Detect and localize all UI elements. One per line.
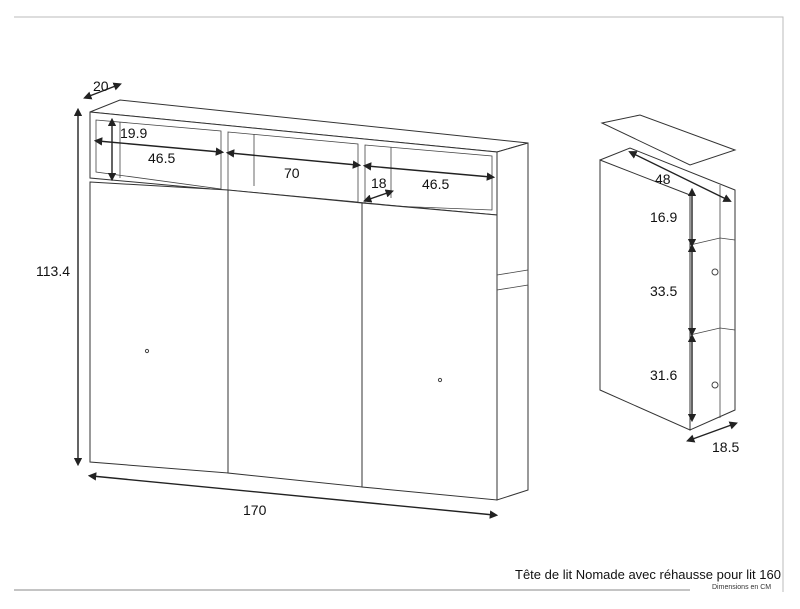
- shelf-top-label: 16.9: [650, 209, 677, 225]
- side-column-view: [599, 114, 737, 431]
- niche-right-depth-label: 18: [371, 175, 387, 191]
- door-knob: [144, 348, 150, 354]
- shelf-bracket-icon: [711, 268, 719, 276]
- depth-label: 20: [93, 78, 109, 94]
- side-width-label: 48: [655, 171, 671, 187]
- door-middle: [227, 189, 363, 488]
- shelf-bottom-label: 31.6: [650, 367, 677, 383]
- door-left: [89, 181, 229, 474]
- headboard-front-view: [89, 99, 529, 501]
- shelf-height-label: 19.9: [120, 125, 147, 141]
- frame-border: [14, 16, 784, 592]
- niche-left-width-label: 46.5: [148, 150, 175, 166]
- height-label: 113.4: [36, 263, 70, 279]
- door-right: [361, 202, 498, 501]
- shelf-middle-label: 33.5: [650, 283, 677, 299]
- drawing-subtitle: Dimensions en CM: [712, 584, 771, 591]
- door-knob: [437, 377, 443, 383]
- side-depth-label: 18.5: [712, 439, 739, 455]
- width-label: 170: [243, 502, 267, 518]
- drawing-title: Tête de lit Nomade avec réhausse pour li…: [515, 567, 781, 582]
- shelf-bracket-icon: [711, 381, 719, 389]
- niche-right-width-label: 46.5: [422, 176, 449, 192]
- niche-middle-width-label: 70: [284, 165, 300, 181]
